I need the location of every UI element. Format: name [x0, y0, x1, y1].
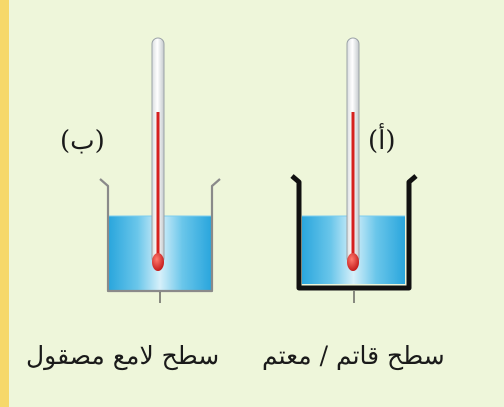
thermometer-a	[346, 37, 360, 271]
beaker-b	[99, 37, 221, 303]
figure-panel	[9, 0, 504, 407]
beaker-b-wall	[99, 178, 221, 293]
thermometer-b	[151, 37, 165, 271]
thermometer-b-bulb	[152, 253, 164, 271]
beaker-a-caption: سطح قاتم / معتم	[262, 341, 445, 370]
beaker-b-label: (ب)	[60, 126, 105, 156]
beaker-b-caption: سطح لامع مصقول	[26, 341, 220, 370]
left-accent-strip	[0, 0, 9, 407]
thermometer-a-bulb	[347, 253, 359, 271]
beaker-a-wall	[290, 174, 418, 291]
beaker-a-label: (أ)	[368, 126, 396, 156]
thermometer-b-liquid-column	[156, 112, 160, 262]
beaker-a	[290, 37, 418, 303]
thermometer-a-liquid-column	[351, 112, 355, 262]
